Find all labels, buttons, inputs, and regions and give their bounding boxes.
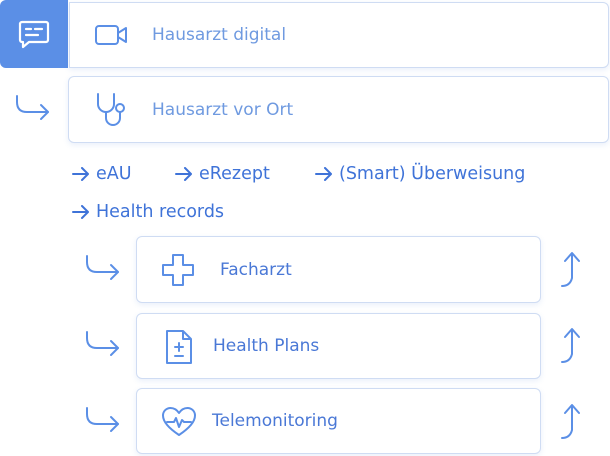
curved-arrow-icon	[86, 255, 119, 280]
card-label-hausarzt-vor-ort: Hausarzt vor Ort	[152, 99, 294, 120]
card-hausarzt-digital[interactable]: Hausarzt digital	[69, 2, 609, 68]
card-label-facharzt: Facharzt	[220, 259, 292, 280]
arrow-right-icon	[315, 167, 332, 181]
link-ueberweisung[interactable]: (Smart) Überweisung	[315, 164, 525, 184]
link-label-ueberweisung: (Smart) Überweisung	[339, 164, 526, 184]
card-facharzt[interactable]: Facharzt	[136, 236, 541, 303]
curved-arrow-icon	[16, 95, 49, 120]
arrow-up-icon	[561, 328, 580, 363]
link-label-eau: eAU	[96, 164, 132, 184]
curved-arrow-icon	[86, 331, 119, 356]
document-plus-minus-icon	[166, 330, 192, 364]
arrow-right-icon	[175, 167, 192, 181]
stethoscope-icon	[97, 93, 125, 126]
arrow-up-icon	[561, 252, 580, 287]
link-erezept[interactable]: eRezept	[175, 164, 270, 184]
curved-arrow-icon	[86, 407, 119, 432]
arrow-right-icon	[72, 205, 89, 219]
card-hausarzt-vor-ort[interactable]: Hausarzt vor Ort	[68, 76, 609, 143]
arrow-right-icon	[72, 167, 89, 181]
video-camera-icon	[95, 25, 127, 45]
card-telemonitoring[interactable]: Telemonitoring	[136, 388, 541, 454]
link-label-erezept: eRezept	[199, 164, 270, 184]
heart-pulse-icon	[162, 407, 196, 436]
link-eau[interactable]: eAU	[72, 164, 132, 184]
card-label-hausarzt-digital: Hausarzt digital	[152, 25, 287, 45]
card-label-telemonitoring: Telemonitoring	[212, 411, 338, 431]
card-label-health-plans: Health Plans	[213, 336, 320, 356]
chat-tile[interactable]	[0, 0, 68, 68]
medical-cross-icon	[162, 254, 194, 286]
card-health-plans[interactable]: Health Plans	[136, 313, 541, 379]
link-label-health-records: Health records	[96, 202, 225, 222]
chat-icon	[18, 20, 50, 49]
arrow-up-icon	[561, 404, 580, 439]
link-health-records[interactable]: Health records	[72, 202, 224, 222]
